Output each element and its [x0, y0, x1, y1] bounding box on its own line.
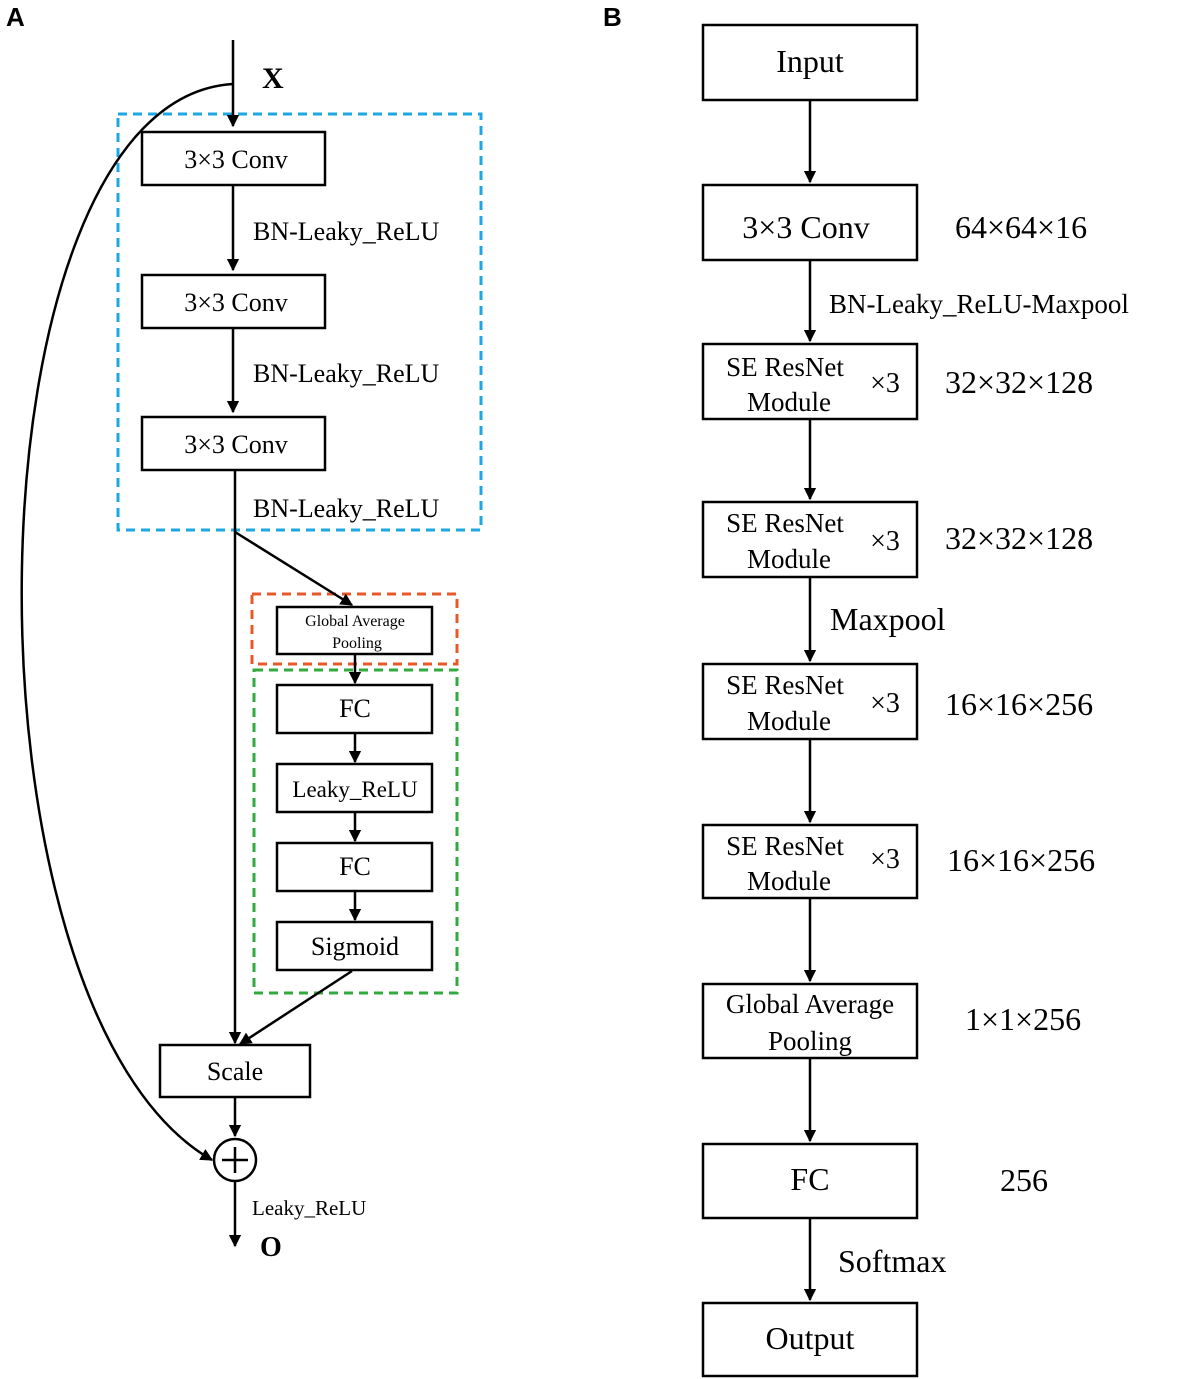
scale-label: Scale: [207, 1057, 263, 1086]
gap-dim-label: 1×1×256: [965, 1001, 1081, 1037]
se-module-3-repeat: ×3: [870, 688, 900, 719]
panel-b-label: B: [603, 2, 622, 32]
fc-box-1: [275, 683, 434, 735]
se-module-box-1: [701, 342, 919, 421]
se-module-box-2: [701, 500, 919, 579]
bn-leaky-relu-label-2: BN-Leaky_ReLU: [253, 359, 440, 388]
conv-label-1: 3×3 Conv: [184, 145, 288, 174]
conv-label-3: 3×3 Conv: [184, 430, 288, 459]
input-label: Input: [776, 43, 844, 79]
gap-box-b: [701, 982, 919, 1060]
gap-box: [275, 605, 434, 656]
gap-label-line1: Global Average: [305, 613, 405, 630]
leaky-relu-box: [275, 762, 434, 814]
se-module-2-repeat: ×3: [870, 526, 900, 557]
se-module-1-line2: Module: [747, 387, 831, 417]
se-module-4-line2: Module: [747, 866, 831, 896]
se-module-1-dim: 32×32×128: [945, 364, 1093, 400]
conv-label: 3×3 Conv: [742, 209, 869, 245]
se-module-4-repeat: ×3: [870, 844, 900, 875]
gap-b-line2: Pooling: [768, 1026, 852, 1056]
fc-box-2: [275, 841, 434, 893]
output-label: Output: [766, 1320, 855, 1356]
se-module-1-line1: SE ResNet: [726, 352, 844, 382]
se-module-3-dim: 16×16×256: [945, 686, 1093, 722]
conv-activation-label: BN-Leaky_ReLU-Maxpool: [829, 289, 1129, 319]
fc-b-label: FC: [790, 1161, 829, 1197]
se-module-box-3: [701, 662, 919, 741]
gap-b-line1: Global Average: [726, 989, 894, 1019]
conv-block-frame: [116, 112, 483, 532]
input-x-label: X: [262, 62, 284, 95]
se-module-4-dim: 16×16×256: [947, 842, 1095, 878]
leaky-relu-label: Leaky_ReLU: [292, 777, 418, 802]
se-module-2-line1: SE ResNet: [726, 508, 844, 538]
bn-leaky-relu-label-3: BN-Leaky_ReLU: [253, 494, 440, 523]
se-module-4-line1: SE ResNet: [726, 831, 844, 861]
panel-a-label: A: [6, 2, 25, 32]
conv-dim-label: 64×64×16: [955, 209, 1087, 245]
arrow-to-gap: [234, 530, 354, 607]
softmax-label: Softmax: [838, 1243, 946, 1279]
output-o-label: O: [260, 1232, 282, 1263]
final-leaky-relu-label: Leaky_ReLU: [252, 1196, 366, 1220]
panel-a: A X O 3×3 Conv BN-Leaky_ReLU 3×3 Conv BN…: [6, 2, 483, 1263]
conv-label-2: 3×3 Conv: [184, 288, 288, 317]
se-module-3-line1: SE ResNet: [726, 670, 844, 700]
se-module-2-line2: Module: [747, 544, 831, 574]
excitation-frame: [252, 668, 459, 995]
arrow-sigmoid-scale: [238, 969, 353, 1046]
skip-connection: [20, 82, 234, 1162]
scale-box: [158, 1043, 312, 1099]
se-module-3-line2: Module: [747, 706, 831, 736]
fc-dim-label: 256: [1000, 1162, 1048, 1198]
bn-leaky-relu-label-1: BN-Leaky_ReLU: [253, 217, 440, 246]
fc-label-2: FC: [339, 852, 371, 881]
conv-box-3: [140, 415, 327, 472]
input-box: [701, 23, 919, 102]
conv-box-1: [140, 130, 327, 187]
sigmoid-label: Sigmoid: [311, 932, 399, 961]
output-box: [701, 1301, 919, 1378]
se-module-box-4: [701, 823, 919, 900]
sigmoid-box: [275, 920, 434, 972]
se-module-2-dim: 32×32×128: [945, 520, 1093, 556]
panel-b: B Input 3×3 Conv 64×64×16 BN-Leaky_ReLU-…: [603, 2, 1129, 1378]
conv-box: [701, 183, 919, 262]
fc-label-1: FC: [339, 694, 371, 723]
maxpool-label: Maxpool: [830, 601, 946, 637]
se-module-1-repeat: ×3: [870, 368, 900, 399]
conv-box-2: [140, 273, 327, 330]
gap-label-line2: Pooling: [332, 635, 382, 652]
fc-box-b: [701, 1142, 919, 1220]
